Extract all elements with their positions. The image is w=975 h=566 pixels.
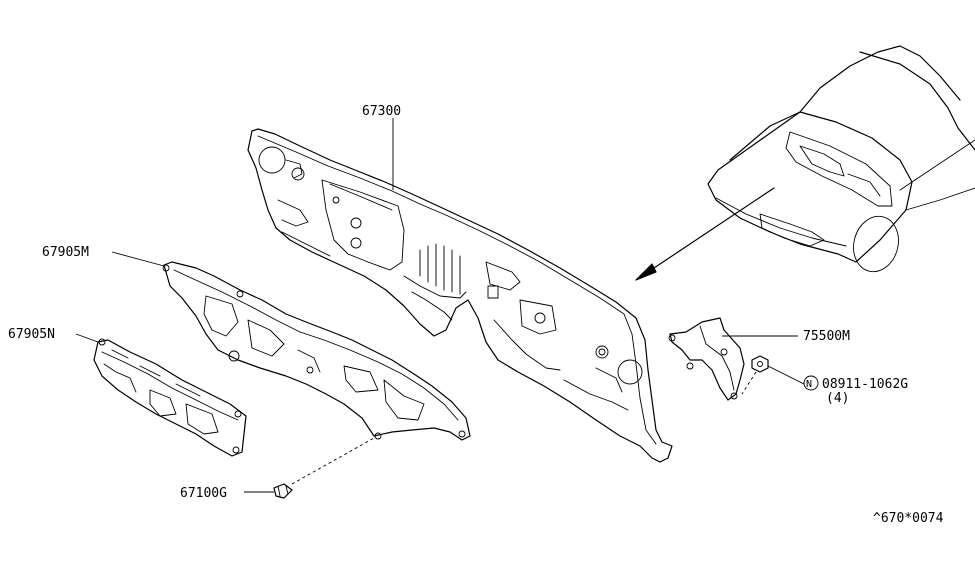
nut-08911-1062G[interactable] <box>751 355 769 373</box>
nut-symbol-letter: N <box>806 379 812 390</box>
nut-symbol-circle <box>803 375 819 391</box>
label-75500M: 75500M <box>803 329 850 344</box>
insulator-67905N[interactable] <box>93 338 247 457</box>
label-nut-part: 08911-1062G <box>822 377 908 392</box>
direction-arrow-icon <box>635 187 775 281</box>
label-67905M: 67905M <box>42 245 89 260</box>
leader-67905N <box>75 333 99 343</box>
dash-panel-67300[interactable] <box>247 128 673 463</box>
insulator-67905M[interactable] <box>162 261 471 441</box>
label-67905N: 67905N <box>8 327 55 342</box>
leader-nut-dashed <box>741 371 757 395</box>
label-nut-qty: (4) <box>826 391 849 406</box>
leader-67100G-dashed <box>291 437 375 485</box>
diagram-code: ^670*0074 <box>873 511 944 526</box>
leader-nut <box>767 365 805 385</box>
bracket-75500M[interactable] <box>668 317 745 401</box>
clip-67100G[interactable] <box>273 483 293 499</box>
label-67300: 67300 <box>362 104 401 119</box>
leader-67905M <box>111 251 165 267</box>
label-67100G: 67100G <box>180 486 227 501</box>
car-front-icon <box>707 45 975 273</box>
